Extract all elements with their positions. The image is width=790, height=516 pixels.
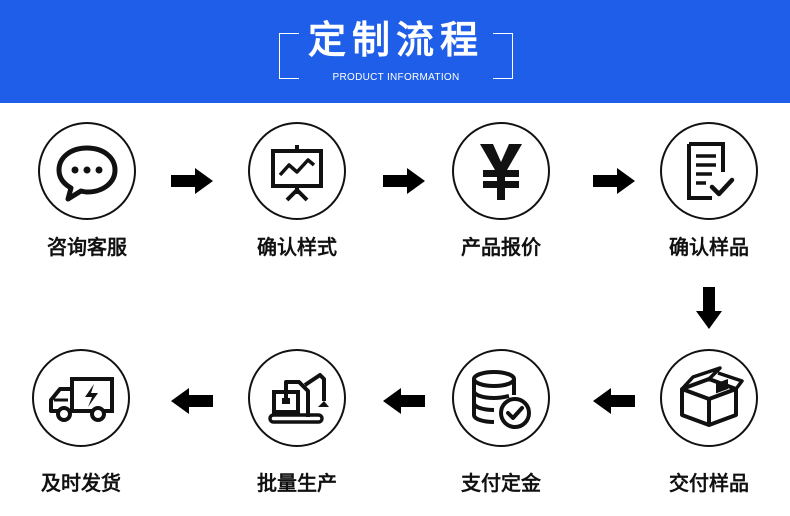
arrow-right-icon: [383, 168, 425, 194]
title-frame-left: [279, 33, 299, 79]
step-3-label: 产品报价: [461, 235, 541, 259]
step-7-label: 批量生产: [257, 471, 337, 495]
step-2-circle: [248, 122, 346, 220]
document-check-icon: [687, 142, 735, 200]
step-6-label: 支付定金: [461, 471, 541, 495]
arrow-left-icon: [383, 388, 425, 414]
page-title: 定制流程: [307, 18, 484, 62]
step-5-label: 交付样品: [669, 471, 749, 495]
step-5-circle: [660, 349, 758, 447]
chat-bubble-icon: [56, 145, 118, 202]
title-frame-right: [493, 33, 513, 79]
arrow-right-icon: [171, 168, 213, 194]
coins-check-icon: [472, 370, 531, 429]
step-1-circle: [38, 122, 136, 220]
box-icon: [680, 366, 744, 427]
delivery-truck-icon: [49, 377, 114, 422]
step-2-label: 确认样式: [257, 235, 337, 259]
step-8-circle: [32, 349, 130, 447]
header-banner: 定制流程 PRODUCT INFORMATION: [0, 0, 790, 103]
arrow-right-icon: [593, 168, 635, 194]
arrow-left-icon: [593, 388, 635, 414]
step-8-label: 及时发货: [41, 471, 121, 495]
yen-icon: [480, 144, 522, 200]
page-subtitle: PRODUCT INFORMATION: [332, 72, 460, 83]
step-4-label: 确认样品: [669, 235, 749, 259]
step-3-circle: [452, 122, 550, 220]
subtitle-backdrop: [322, 70, 470, 86]
step-4-circle: [660, 122, 758, 220]
arrow-down-icon: [696, 287, 722, 329]
arrow-left-icon: [171, 388, 213, 414]
presentation-chart-icon: [271, 145, 323, 202]
step-7-circle: [248, 349, 346, 447]
step-1-label: 咨询客服: [47, 235, 127, 259]
step-6-circle: [452, 349, 550, 447]
excavator-icon: [268, 373, 329, 424]
